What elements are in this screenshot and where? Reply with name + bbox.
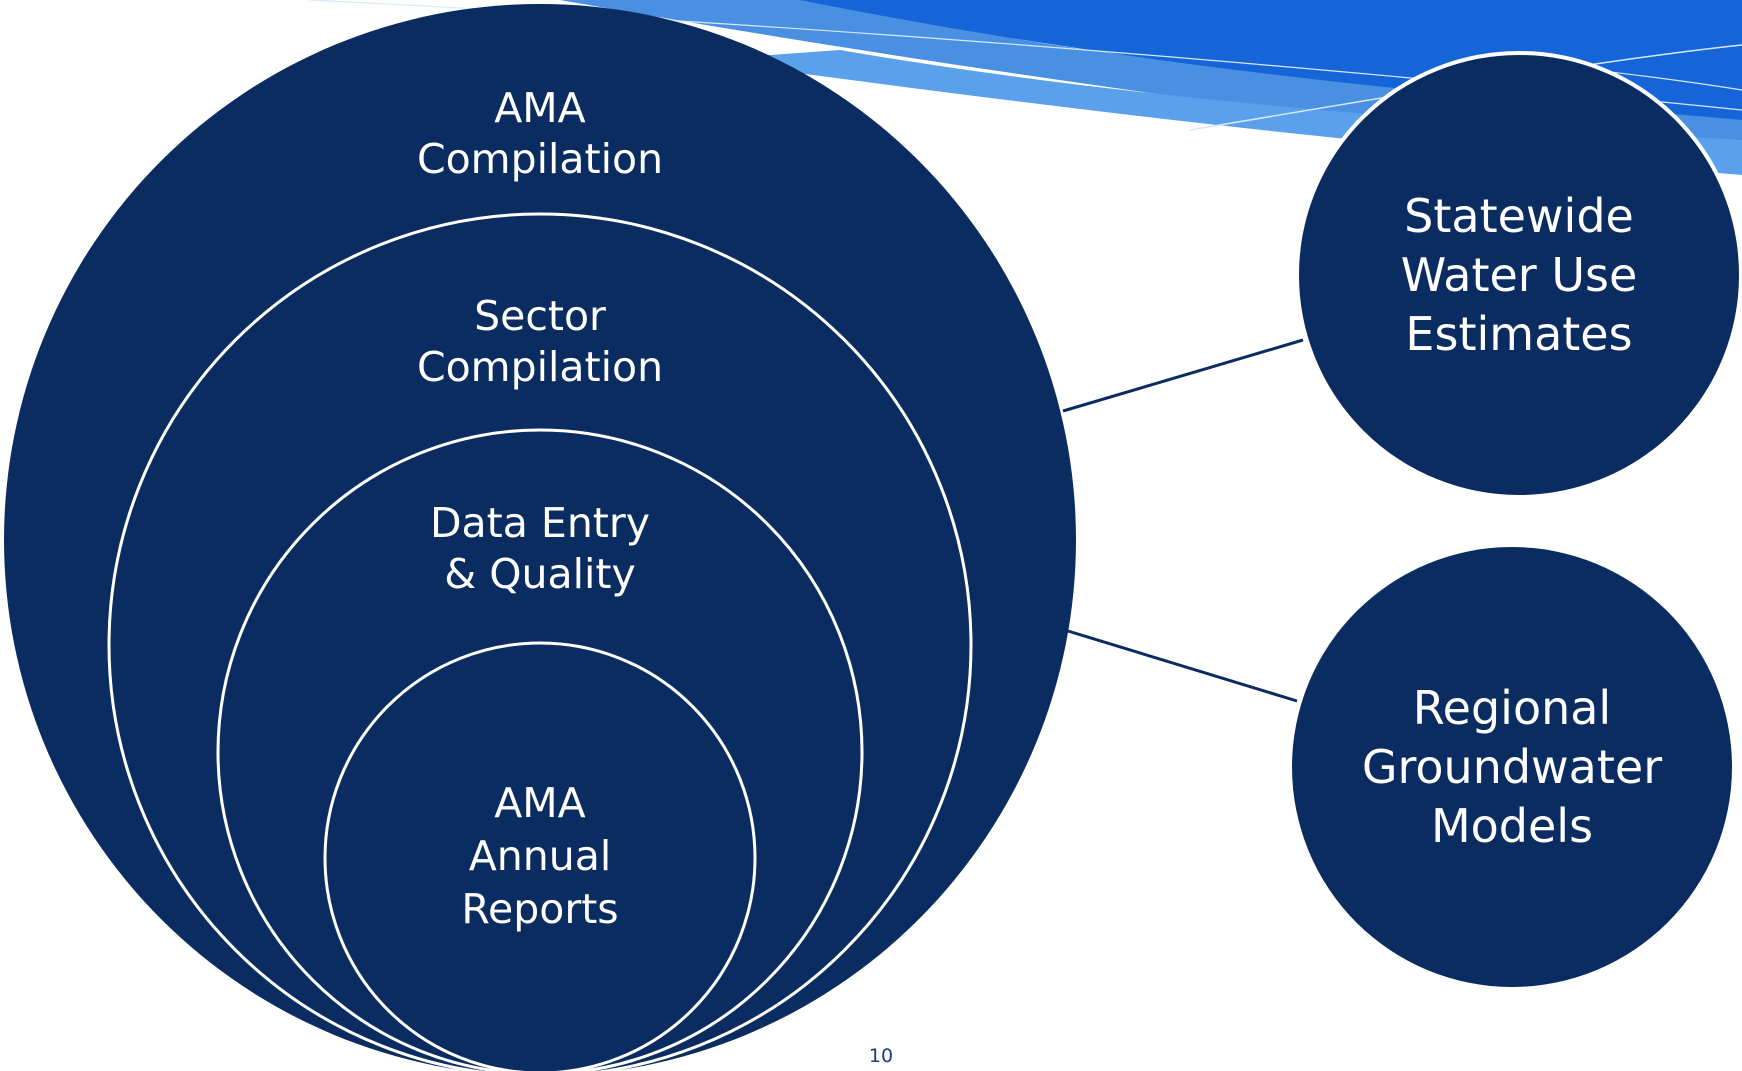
- connector-to-regional: [1067, 629, 1298, 703]
- circle-statewide-water-use: [1295, 51, 1742, 499]
- circle-ama-annual-reports: [323, 641, 757, 1071]
- label-ama-compilation: AMA Compilation: [417, 84, 663, 183]
- wave-dark-band: [300, 0, 1742, 150]
- label-line: Sector: [474, 292, 606, 340]
- label-line: Regional: [1413, 681, 1611, 735]
- page-number: 10: [869, 1045, 893, 1067]
- label-line: Statewide: [1404, 189, 1634, 243]
- output-regional-groundwater-models: Regional Groundwater Models: [1292, 547, 1732, 987]
- label-line: Models: [1431, 799, 1593, 853]
- label-line: Estimates: [1405, 307, 1632, 361]
- label-data-entry-quality: Data Entry & Quality: [430, 499, 650, 598]
- circle-regional-groundwater-models: [1292, 547, 1732, 987]
- connector-to-statewide: [1062, 338, 1304, 413]
- label-line: & Quality: [444, 550, 636, 598]
- label-line: Annual: [469, 832, 612, 880]
- label-ama-annual-reports: AMA Annual Reports: [461, 779, 618, 933]
- label-line: Compilation: [417, 343, 663, 391]
- label-line: AMA: [494, 779, 585, 827]
- label-line: Compilation: [417, 135, 663, 183]
- label-line: Groundwater: [1362, 740, 1662, 794]
- label-line: AMA: [494, 84, 585, 132]
- nested-circles-diagram: [4, 4, 1076, 1071]
- label-line: Data Entry: [430, 499, 650, 547]
- label-line: Water Use: [1401, 248, 1638, 302]
- label-sector-compilation: Sector Compilation: [417, 292, 663, 391]
- label-line: Reports: [461, 885, 618, 933]
- output-statewide-water-use: Statewide Water Use Estimates: [1295, 51, 1742, 499]
